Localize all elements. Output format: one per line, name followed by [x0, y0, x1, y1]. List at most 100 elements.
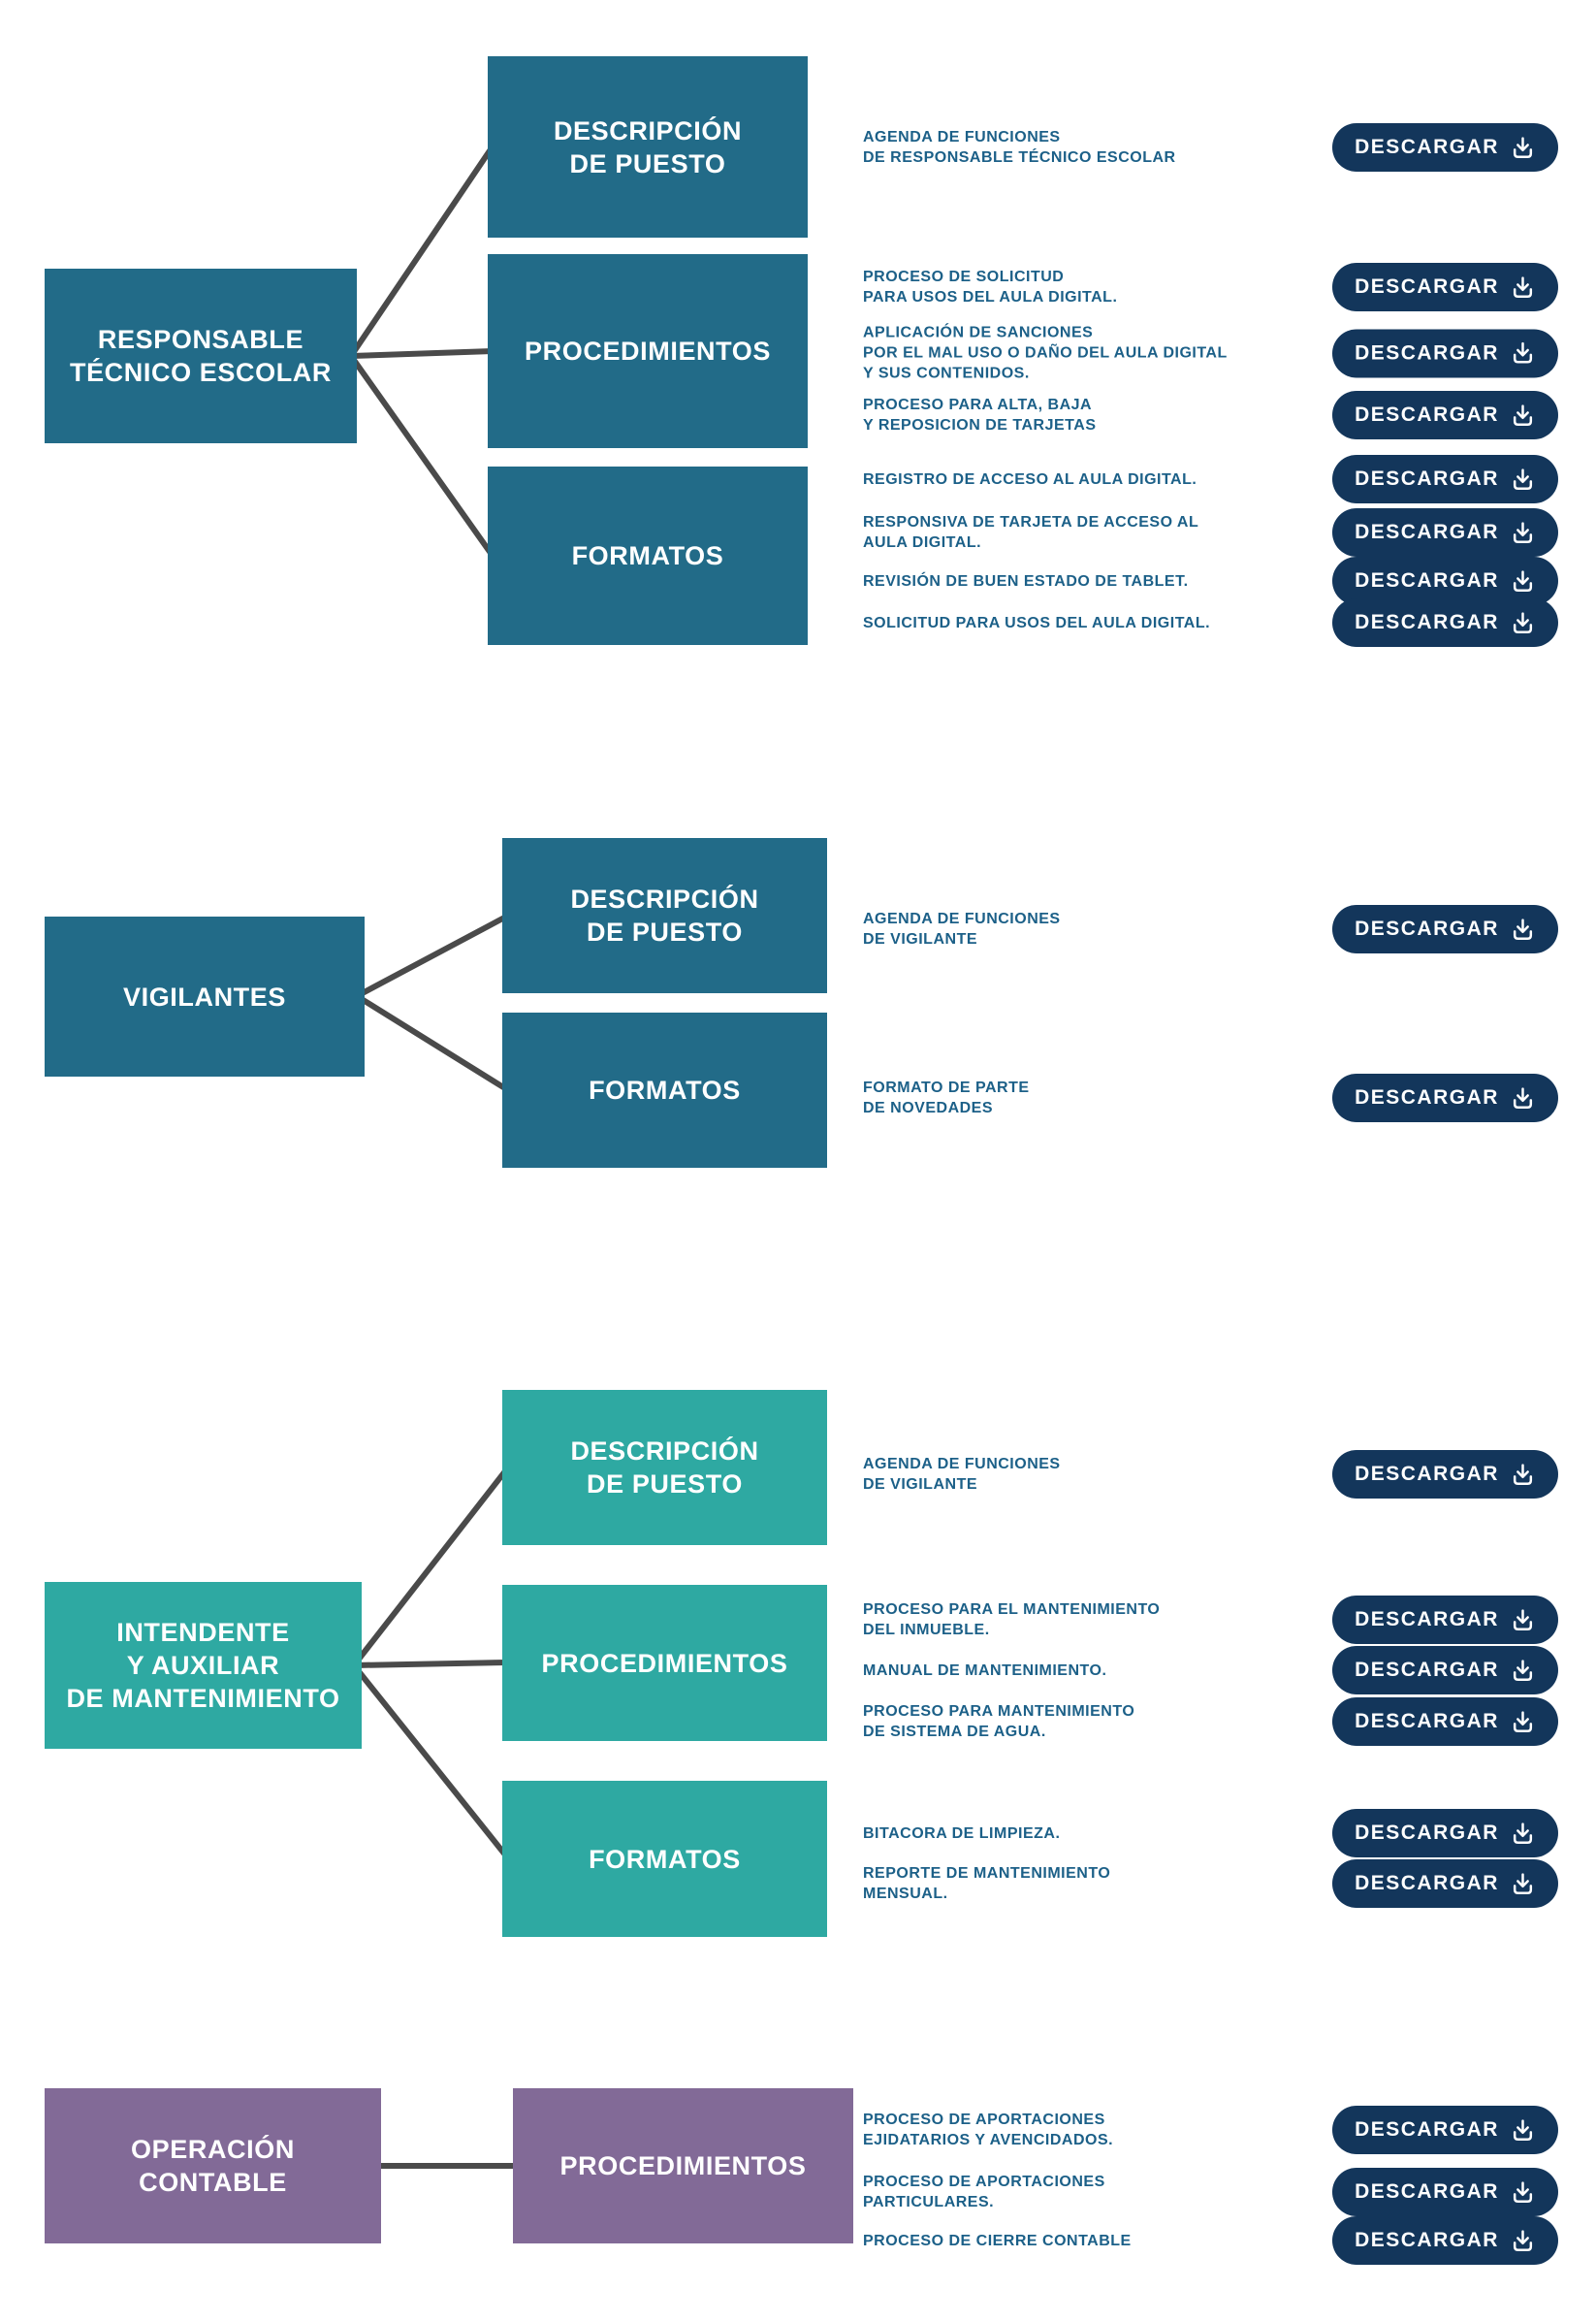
document-row: APLICACIÓN DE SANCIONES POR EL MAL USO O… — [863, 323, 1558, 384]
node-operacion-contable: OPERACIÓN CONTABLE — [45, 2088, 381, 2243]
descargar-button-label: DESCARGAR — [1355, 136, 1499, 158]
document-title: AGENDA DE FUNCIONES DE RESPONSABLE TÉCNI… — [863, 129, 1176, 166]
node-s1-descripcion-de-puesto: DESCRIPCIÓN DE PUESTO — [488, 56, 808, 238]
descargar-button-label: DESCARGAR — [1355, 521, 1499, 543]
document-title: REVISIÓN DE BUEN ESTADO DE TABLET. — [863, 572, 1189, 590]
descargar-button[interactable]: DESCARGAR — [1332, 391, 1558, 439]
document-title: APLICACIÓN DE SANCIONES POR EL MAL USO O… — [863, 324, 1228, 382]
descargar-button[interactable]: DESCARGAR — [1332, 1074, 1558, 1122]
document-title: MANUAL DE MANTENIMIENTO. — [863, 1661, 1107, 1679]
descargar-button[interactable]: DESCARGAR — [1332, 2216, 1558, 2265]
download-icon — [1513, 1872, 1532, 1894]
node-responsable-tecnico-escolar: RESPONSABLE TÉCNICO ESCOLAR — [45, 269, 357, 443]
download-icon — [1513, 136, 1532, 158]
node-s3-procedimientos: PROCEDIMIENTOS — [502, 1585, 827, 1741]
download-icon — [1513, 1710, 1532, 1732]
node-s2-descripcion-de-puesto: DESCRIPCIÓN DE PUESTO — [502, 838, 827, 993]
document-row: AGENDA DE FUNCIONES DE RESPONSABLE TÉCNI… — [863, 123, 1558, 172]
document-title: PROCESO DE CIERRE CONTABLE — [863, 2232, 1132, 2249]
descargar-button[interactable]: DESCARGAR — [1332, 2106, 1558, 2154]
descargar-button[interactable]: DESCARGAR — [1332, 2168, 1558, 2216]
download-icon — [1513, 275, 1532, 298]
descargar-button[interactable]: DESCARGAR — [1332, 329, 1558, 377]
descargar-button[interactable]: DESCARGAR — [1332, 123, 1558, 172]
descargar-button[interactable]: DESCARGAR — [1332, 905, 1558, 953]
download-icon — [1513, 1463, 1532, 1485]
descargar-button-label: DESCARGAR — [1355, 468, 1499, 490]
document-row: AGENDA DE FUNCIONES DE VIGILANTE DESCARG… — [863, 1450, 1558, 1499]
document-row: PROCESO DE APORTACIONES EJIDATARIOS Y AV… — [863, 2106, 1558, 2154]
descargar-button[interactable]: DESCARGAR — [1332, 1596, 1558, 1644]
descargar-button[interactable]: DESCARGAR — [1332, 455, 1558, 503]
download-icon — [1513, 341, 1532, 364]
download-icon — [1513, 2229, 1532, 2251]
document-row: SOLICITUD PARA USOS DEL AULA DIGITAL. DE… — [863, 598, 1558, 647]
node-s3-formatos: FORMATOS — [502, 1781, 827, 1937]
descargar-button[interactable]: DESCARGAR — [1332, 1809, 1558, 1857]
descargar-button[interactable]: DESCARGAR — [1332, 508, 1558, 557]
document-row: BITACORA DE LIMPIEZA. DESCARGAR — [863, 1809, 1558, 1857]
document-title: PROCESO PARA ALTA, BAJA Y REPOSICION DE … — [863, 397, 1097, 434]
node-vigilantes: VIGILANTES — [45, 917, 365, 1077]
document-title: PROCESO PARA MANTENIMIENTO DE SISTEMA DE… — [863, 1703, 1135, 1740]
node-s4-procedimientos: PROCEDIMIENTOS — [513, 2088, 853, 2243]
descargar-button-label: DESCARGAR — [1355, 2118, 1499, 2141]
download-icon — [1513, 1608, 1532, 1630]
node-s1-formatos: FORMATOS — [488, 467, 808, 645]
document-title: PROCESO DE APORTACIONES EJIDATARIOS Y AV… — [863, 2112, 1114, 2148]
document-title: RESPONSIVA DE TARJETA DE ACCESO AL AULA … — [863, 514, 1199, 551]
download-icon — [1513, 403, 1532, 426]
descargar-button[interactable]: DESCARGAR — [1332, 263, 1558, 311]
node-s2-formatos: FORMATOS — [502, 1013, 827, 1168]
descargar-button-label: DESCARGAR — [1355, 2229, 1499, 2251]
document-row: MANUAL DE MANTENIMIENTO. DESCARGAR — [863, 1646, 1558, 1694]
descargar-button-label: DESCARGAR — [1355, 1608, 1499, 1630]
download-icon — [1513, 611, 1532, 633]
descargar-button[interactable]: DESCARGAR — [1332, 557, 1558, 605]
download-icon — [1513, 1822, 1532, 1844]
descargar-button-label: DESCARGAR — [1355, 1872, 1499, 1894]
node-intendente-y-auxiliar: INTENDENTE Y AUXILIAR DE MANTENIMIENTO — [45, 1582, 362, 1749]
document-row: REVISIÓN DE BUEN ESTADO DE TABLET. DESCA… — [863, 557, 1558, 605]
download-icon — [1513, 1086, 1532, 1109]
document-row: PROCESO DE APORTACIONES PARTICULARES. DE… — [863, 2168, 1558, 2216]
document-row: PROCESO DE CIERRE CONTABLE DESCARGAR — [863, 2216, 1558, 2265]
descargar-button-label: DESCARGAR — [1355, 1086, 1499, 1109]
descargar-button[interactable]: DESCARGAR — [1332, 1646, 1558, 1694]
download-icon — [1513, 918, 1532, 940]
document-title: FORMATO DE PARTE DE NOVEDADES — [863, 1080, 1030, 1116]
download-icon — [1513, 521, 1532, 543]
descargar-button-label: DESCARGAR — [1355, 2180, 1499, 2203]
descargar-button-label: DESCARGAR — [1355, 403, 1499, 426]
document-title: REPORTE DE MANTENIMIENTO MENSUAL. — [863, 1865, 1111, 1902]
download-icon — [1513, 2180, 1532, 2203]
document-title: PROCESO DE APORTACIONES PARTICULARES. — [863, 2174, 1105, 2210]
document-row: RESPONSIVA DE TARJETA DE ACCESO AL AULA … — [863, 508, 1558, 557]
download-icon — [1513, 1659, 1532, 1681]
document-title: PROCESO DE SOLICITUD PARA USOS DEL AULA … — [863, 269, 1118, 306]
document-title: AGENDA DE FUNCIONES DE VIGILANTE — [863, 1456, 1061, 1493]
document-title: SOLICITUD PARA USOS DEL AULA DIGITAL. — [863, 614, 1211, 631]
descargar-button-label: DESCARGAR — [1355, 918, 1499, 940]
descargar-button-label: DESCARGAR — [1355, 1710, 1499, 1732]
descargar-button[interactable]: DESCARGAR — [1332, 598, 1558, 647]
document-row: FORMATO DE PARTE DE NOVEDADES DESCARGAR — [863, 1074, 1558, 1122]
descargar-button-label: DESCARGAR — [1355, 341, 1499, 364]
download-icon — [1513, 468, 1532, 490]
document-title: BITACORA DE LIMPIEZA. — [863, 1824, 1061, 1842]
document-title: AGENDA DE FUNCIONES DE VIGILANTE — [863, 911, 1061, 948]
descargar-button-label: DESCARGAR — [1355, 569, 1499, 592]
document-row: PROCESO PARA ALTA, BAJA Y REPOSICION DE … — [863, 391, 1558, 439]
descargar-button[interactable]: DESCARGAR — [1332, 1450, 1558, 1499]
descargar-button[interactable]: DESCARGAR — [1332, 1859, 1558, 1908]
node-s1-procedimientos: PROCEDIMIENTOS — [488, 254, 808, 448]
descargar-button-label: DESCARGAR — [1355, 1822, 1499, 1844]
document-row: REPORTE DE MANTENIMIENTO MENSUAL. DESCAR… — [863, 1859, 1558, 1908]
descargar-button-label: DESCARGAR — [1355, 1659, 1499, 1681]
node-s3-descripcion-de-puesto: DESCRIPCIÓN DE PUESTO — [502, 1390, 827, 1545]
document-row: AGENDA DE FUNCIONES DE VIGILANTE DESCARG… — [863, 905, 1558, 953]
document-row: REGISTRO DE ACCESO AL AULA DIGITAL. DESC… — [863, 455, 1558, 503]
descargar-button[interactable]: DESCARGAR — [1332, 1697, 1558, 1746]
